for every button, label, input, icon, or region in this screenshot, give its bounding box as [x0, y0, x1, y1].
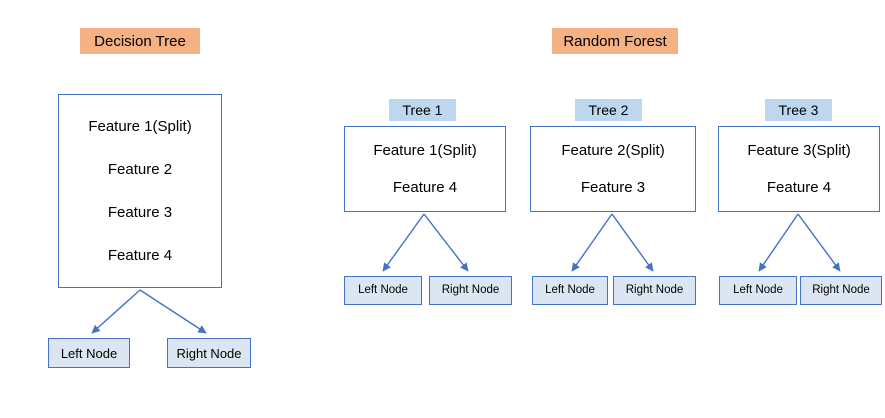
tree-2-left-leaf: Left Node [532, 276, 608, 305]
decision-tree-left-leaf: Left Node [48, 338, 130, 368]
tree-1-feature-line: Feature 1(Split) [373, 142, 477, 159]
tree-3-right-leaf: Right Node [800, 276, 882, 305]
tree-3-feature-line: Feature 4 [766, 179, 832, 196]
tree-3-feature-line: Feature 3(Split) [747, 142, 851, 159]
tree-1-root-node: Feature 1(Split) Feature 4 [344, 126, 506, 212]
tree-3-root-node: Feature 3(Split) Feature 4 [718, 126, 880, 212]
tree-2-feature-line: Feature 3 [580, 179, 646, 196]
tree-1-left-leaf: Left Node [344, 276, 422, 305]
tree-3-left-leaf: Left Node [719, 276, 797, 305]
decision-tree-right-leaf: Right Node [167, 338, 251, 368]
root-feature-line: Feature 1(Split) [88, 118, 192, 135]
tree-2-root-node: Feature 2(Split) Feature 3 [530, 126, 696, 212]
tree-1-right-leaf: Right Node [429, 276, 512, 305]
random-forest-title: Random Forest [552, 28, 678, 54]
tree-1-feature-line: Feature 4 [392, 179, 458, 196]
tree-1-label: Tree 1 [389, 99, 456, 121]
root-feature-line: Feature 3 [107, 204, 173, 221]
tree-3-label: Tree 3 [765, 99, 832, 121]
tree-2-label: Tree 2 [575, 99, 642, 121]
root-feature-line: Feature 4 [107, 247, 173, 264]
tree-2-right-leaf: Right Node [613, 276, 696, 305]
decision-tree-title: Decision Tree [80, 28, 200, 54]
tree-2-feature-line: Feature 2(Split) [561, 142, 665, 159]
root-feature-line: Feature 2 [107, 161, 173, 178]
decision-tree-root-node: Feature 1(Split) Feature 2 Feature 3 Fea… [58, 94, 222, 288]
